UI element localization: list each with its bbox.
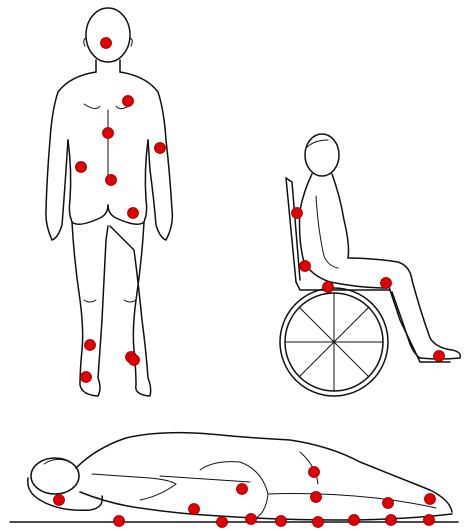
pressure-point (381, 278, 392, 289)
pressure-point (424, 515, 435, 526)
pressure-point (54, 495, 65, 506)
pressure-point (425, 494, 436, 505)
pressure-point (246, 514, 257, 525)
pressure-point (313, 517, 324, 528)
pressure-point (386, 515, 397, 526)
pressure-point (434, 351, 445, 362)
pressure-point (114, 516, 125, 527)
pressure-point (383, 498, 394, 509)
pressure-point (81, 372, 92, 383)
pressure-point (309, 467, 320, 478)
pressure-point (128, 208, 139, 219)
pressure-point (311, 492, 322, 503)
pressure-point (349, 515, 360, 526)
pressure-point (106, 175, 117, 186)
pressure-point (129, 355, 140, 366)
pressure-point (103, 128, 114, 139)
pressure-point (217, 517, 228, 528)
pressure-point (76, 162, 87, 173)
pressure-point (123, 96, 134, 107)
pressure-point (292, 208, 303, 219)
pressure-point (276, 516, 287, 527)
pressure-point (189, 504, 200, 515)
pressure-point (300, 261, 311, 272)
pressure-point (323, 282, 334, 293)
lying-figure-side (10, 433, 458, 528)
pressure-point (237, 484, 248, 495)
seated-figure-wheelchair (280, 134, 460, 396)
pressure-point (101, 38, 112, 49)
pressure-point (155, 143, 166, 154)
standing-figure-back-view (46, 8, 173, 396)
pressure-point (85, 340, 96, 351)
